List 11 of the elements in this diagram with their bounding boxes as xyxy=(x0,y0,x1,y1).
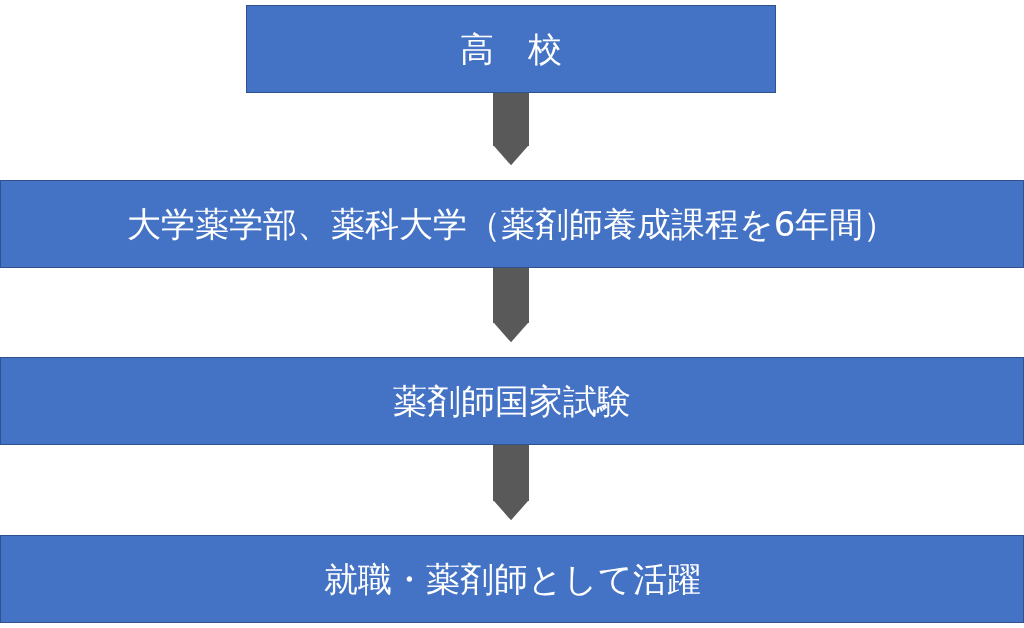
process-box xyxy=(0,535,1024,623)
process-box xyxy=(0,357,1024,445)
down-arrow xyxy=(493,268,529,343)
step-label: 高 校 xyxy=(460,28,562,70)
down-arrow xyxy=(493,445,529,521)
step-label: 大学薬学部、薬科大学（薬剤師養成課程を6年間） xyxy=(126,203,898,245)
step-label: 薬剤師国家試験 xyxy=(393,380,631,422)
process-box xyxy=(246,5,776,93)
process-box xyxy=(0,180,1024,268)
down-arrow xyxy=(493,93,529,166)
step-label: 就職・薬剤師として活躍 xyxy=(323,558,701,600)
